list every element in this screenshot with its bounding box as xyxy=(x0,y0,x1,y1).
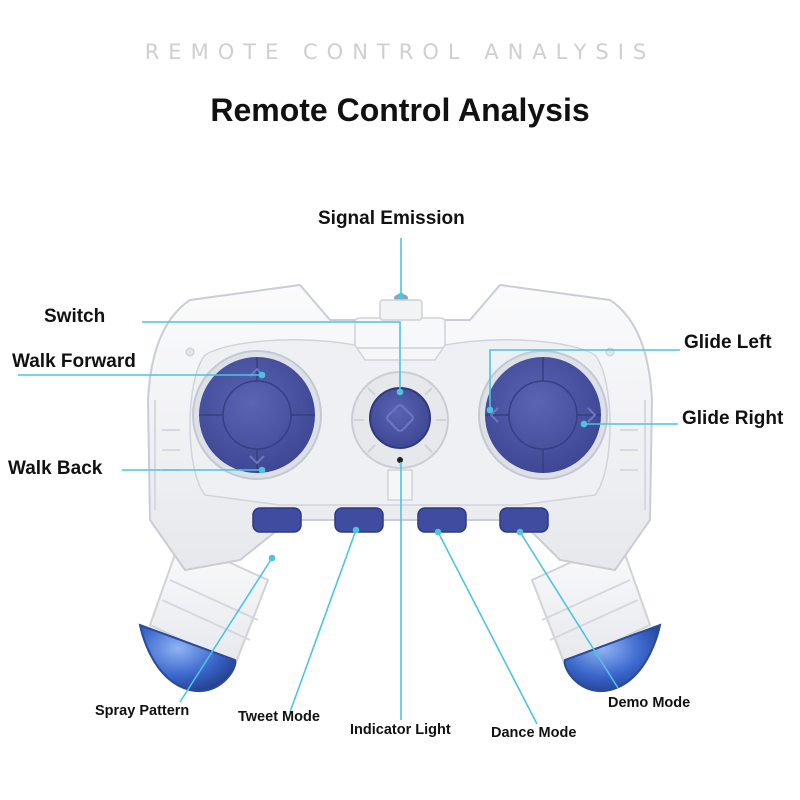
label-walk-forward: Walk Forward xyxy=(12,351,136,372)
right-dpad[interactable] xyxy=(478,350,608,480)
label-signal-emission: Signal Emission xyxy=(318,208,465,229)
label-dance-mode: Dance Mode xyxy=(491,725,577,741)
label-indicator-light: Indicator Light xyxy=(350,722,451,738)
tweet-button[interactable] xyxy=(334,507,384,533)
page-title: Remote Control Analysis xyxy=(210,92,590,128)
dance-button[interactable] xyxy=(417,507,467,533)
switch-knob[interactable] xyxy=(351,371,449,469)
left-grip xyxy=(138,538,270,693)
leader-demo-mode xyxy=(519,531,619,689)
leader-tweet-mode xyxy=(289,529,357,713)
label-demo-mode: Demo Mode xyxy=(608,695,691,711)
header-kicker: REMOTE CONTROL ANALYSIS xyxy=(144,40,656,64)
right-grip xyxy=(530,538,662,693)
demo-button[interactable] xyxy=(499,507,549,533)
label-tweet-mode: Tweet Mode xyxy=(238,709,320,725)
leader-glide-left xyxy=(489,349,680,410)
spray-button[interactable] xyxy=(252,507,302,533)
indicator-light xyxy=(397,457,403,463)
label-glide-left: Glide Left xyxy=(684,332,772,353)
leader-switch xyxy=(142,321,401,392)
function-buttons xyxy=(252,507,549,533)
leader-lines xyxy=(18,238,680,725)
label-switch: Switch xyxy=(44,306,106,327)
leader-spray-pattern xyxy=(179,557,273,703)
label-spray-pattern: Spray Pattern xyxy=(95,703,190,719)
leader-dance-mode xyxy=(437,531,538,725)
left-dpad[interactable] xyxy=(192,350,322,480)
label-walk-back: Walk Back xyxy=(8,458,103,479)
label-glide-right: Glide Right xyxy=(682,408,784,429)
